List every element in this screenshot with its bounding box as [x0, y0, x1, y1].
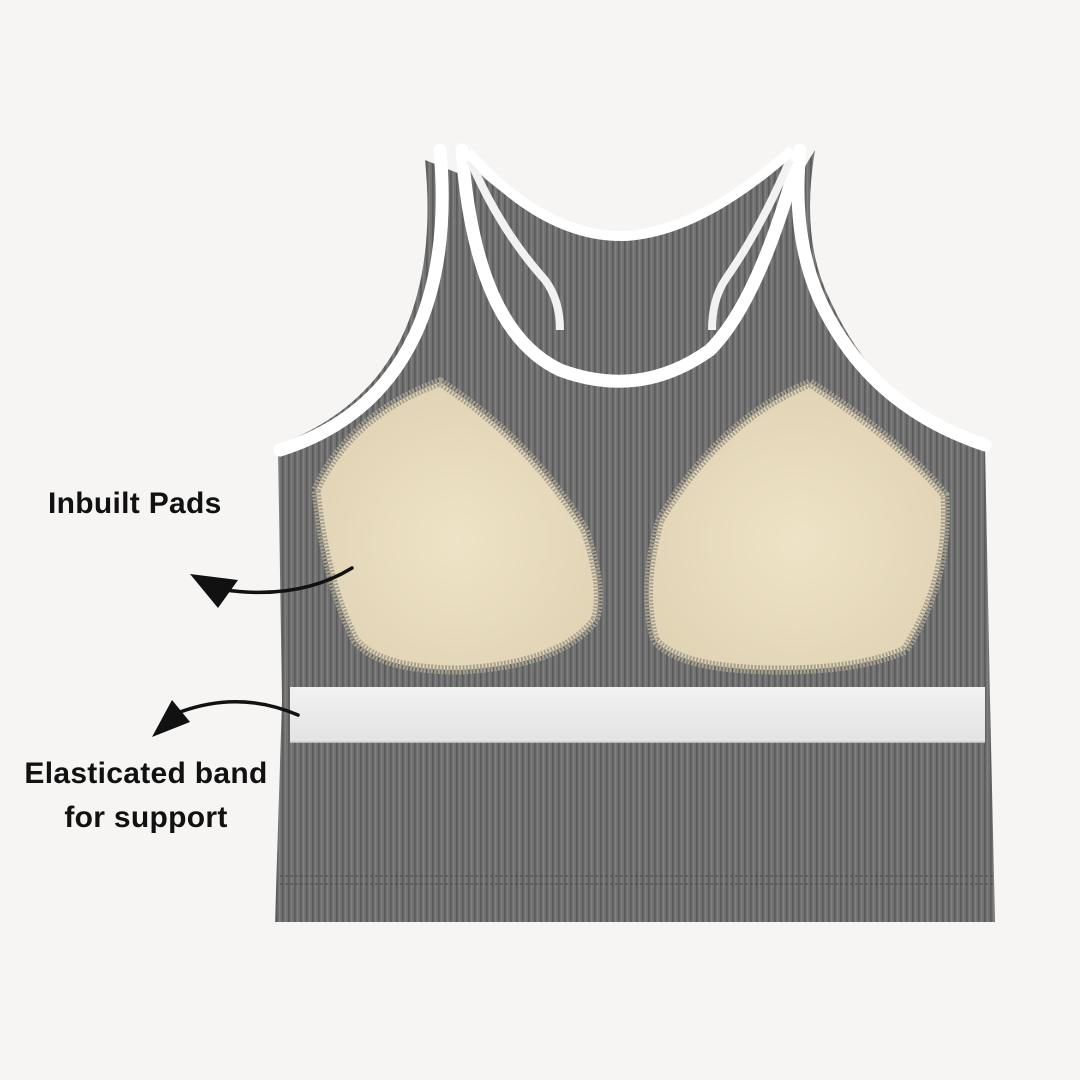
- annotation-band-line1: Elasticated band: [24, 757, 268, 790]
- left-armhole-trim: [273, 143, 449, 457]
- curved-arrow-left-icon: [152, 700, 300, 737]
- annotation-band-line2: for support: [64, 801, 228, 834]
- right-pad: [644, 377, 950, 675]
- right-armhole-trim: [791, 143, 992, 452]
- annotation-elasticated-band: Elasticated band for support: [8, 752, 284, 840]
- annotation-inbuilt-pads: Inbuilt Pads: [48, 487, 222, 520]
- left-pad: [311, 377, 603, 675]
- back-neck-trim: [464, 146, 796, 242]
- elastic-band: [290, 687, 985, 742]
- racerback-trim-left: [466, 158, 564, 331]
- curved-arrow-left-icon: [190, 566, 354, 608]
- neckline-trim: [455, 143, 807, 388]
- racerback-trim-right: [708, 158, 794, 331]
